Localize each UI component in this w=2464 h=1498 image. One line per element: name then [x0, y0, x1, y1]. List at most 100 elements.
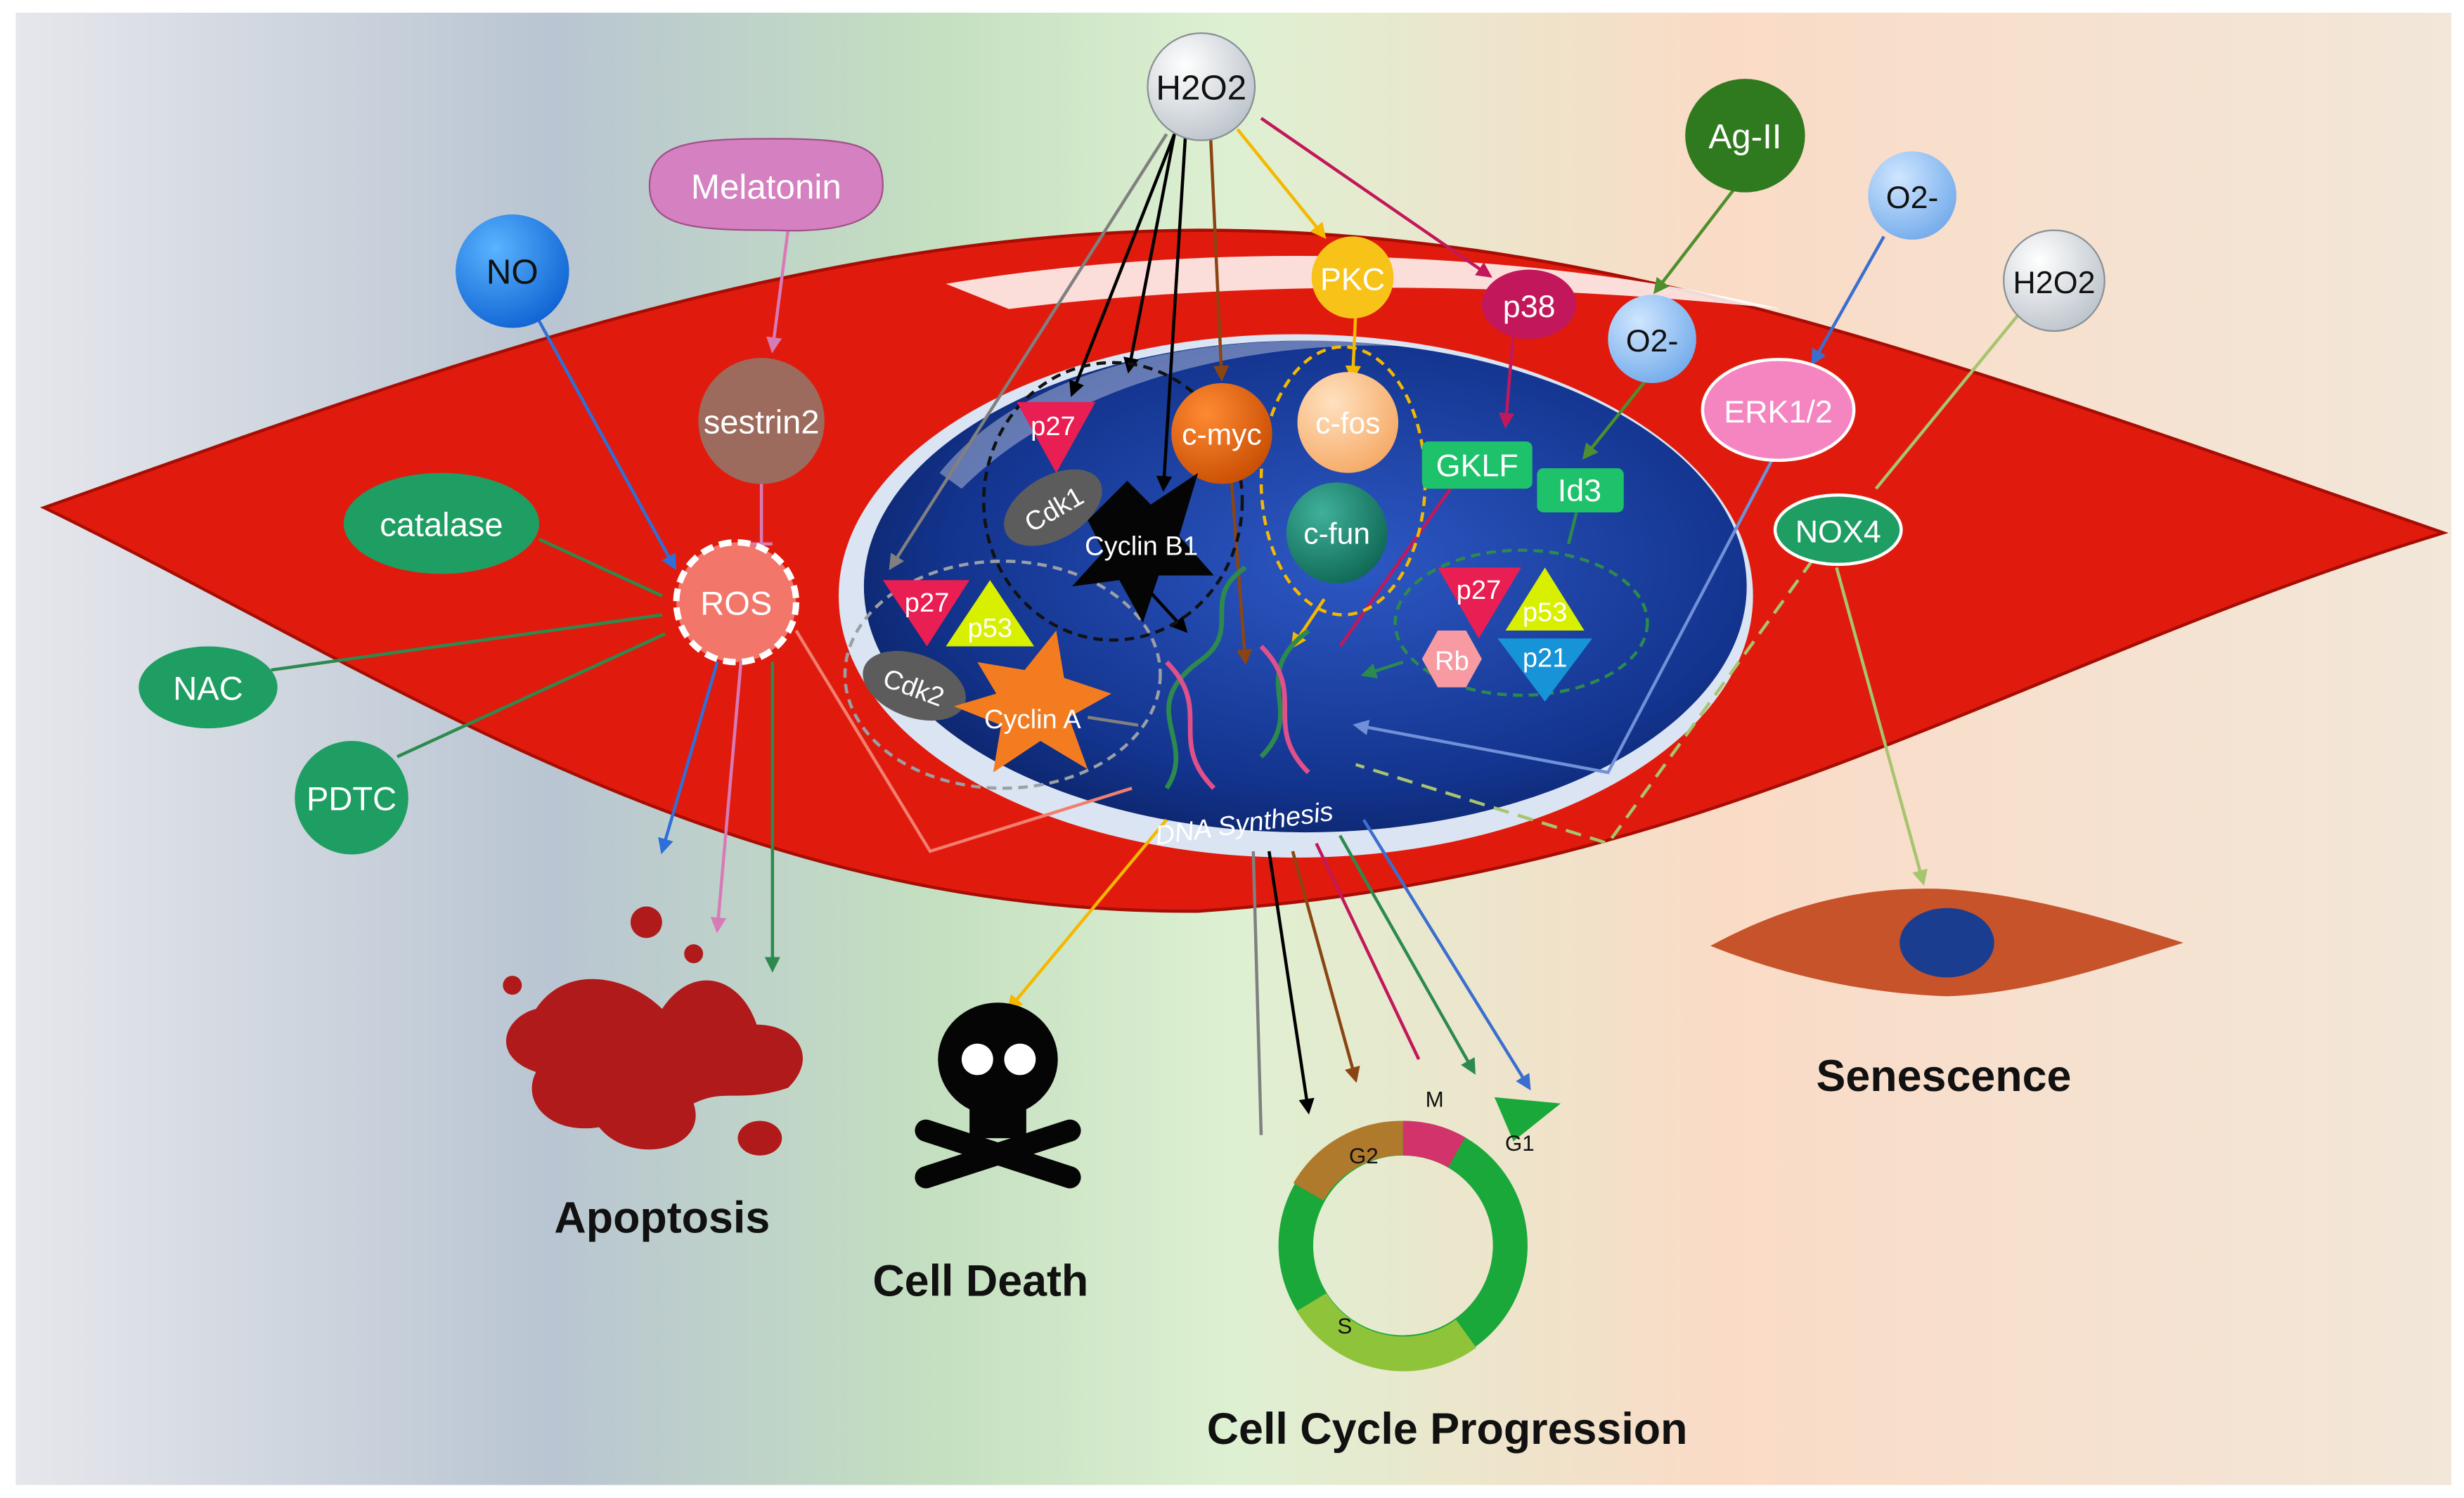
gklf: GKLF [1421, 441, 1533, 489]
cyclin-b1-label: Cyclin B1 [1085, 531, 1198, 561]
arrow-dna-cycle-brown [1291, 851, 1360, 1083]
cyclin-a: Cyclin A [953, 631, 1111, 773]
cfun-label: c-fun [1303, 517, 1370, 551]
ag2-molecule: Ag-II [1685, 79, 1805, 193]
pdtc-label: PDTC [307, 780, 396, 818]
p27-right-label: p27 [1457, 575, 1502, 605]
ros: ROS [673, 538, 799, 666]
p21-label: p21 [1523, 643, 1568, 673]
p38: p38 [1481, 269, 1577, 340]
no-molecule: NO [456, 214, 569, 328]
o2-inner-label: O2- [1626, 323, 1679, 359]
p27-top-label: p27 [1031, 411, 1076, 441]
c-myc: c-myc [1171, 382, 1272, 484]
pathway-arrows [271, 117, 2020, 1135]
inhibit-gklf-dna [1339, 487, 1452, 647]
c-fos: c-fos [1297, 372, 1399, 473]
melatonin: Melatonin [648, 138, 884, 232]
inhibit-nac-ros [271, 613, 663, 672]
arrow-ros-apoptosis-pink [710, 661, 743, 934]
h2o2-right-label: H2O2 [2013, 264, 2095, 300]
cell-cycle-label: Cell Cycle Progression [1207, 1405, 1688, 1454]
senescence-label: Senescence [1817, 1052, 2072, 1101]
phase-g2-label: G2 [1349, 1144, 1379, 1168]
arrow-h2o2-cyclinb1 [1156, 134, 1187, 492]
phase-m-label: M [1426, 1087, 1444, 1111]
p21-complex-outline [1393, 548, 1649, 697]
melatonin-label: Melatonin [691, 168, 841, 207]
h2o2-right-molecule: H2O2 [2003, 229, 2105, 332]
arrow-ros-apoptosis-blue [658, 661, 719, 855]
p53-right-label: p53 [1523, 598, 1568, 628]
apoptosis-label: Apoptosis [554, 1194, 770, 1243]
arrow-dna-death [1007, 818, 1168, 1012]
cell-death-label: Cell Death [872, 1256, 1088, 1305]
catalase: catalase [343, 472, 539, 574]
arrow-o2-erk [1811, 235, 1885, 366]
no-label: NO [486, 253, 538, 292]
arrow-complex-dna [1360, 660, 1404, 679]
nox4: NOX4 [1773, 493, 1903, 567]
c-fun: c-fun [1286, 482, 1388, 583]
arrow-erk-dna [1353, 456, 1775, 775]
arrow-p38-gklf [1498, 330, 1516, 430]
arrow-no-ros [534, 314, 676, 571]
phase-g1-label: G1 [1505, 1131, 1535, 1156]
arrow-h2o2-cdk1 [1123, 134, 1176, 374]
sestrin2: sestrin2 [698, 358, 825, 484]
cyclin-a-label: Cyclin A [984, 704, 1081, 735]
erk12: ERK1/2 [1701, 358, 1856, 463]
pdtc: PDTC [295, 741, 408, 855]
dna-helix [1164, 565, 1310, 790]
p21: p21 [1497, 638, 1592, 702]
p27-top: p27 [1017, 401, 1096, 473]
inhibit-dna-cycle-grey [1251, 851, 1263, 1135]
arrow-dna-cycle-green [1339, 834, 1476, 1075]
phase-s-label: S [1337, 1314, 1352, 1338]
ag2-label: Ag-II [1708, 117, 1781, 156]
inhibit-pdtc-ros [396, 632, 666, 758]
arrow-melatonin-sestrin2 [766, 228, 790, 354]
cyclin-b1: Cyclin B1 [1071, 472, 1214, 623]
gklf-label: GKLF [1436, 447, 1518, 483]
catalase-label: catalase [380, 506, 503, 543]
inhibit-ros-dna [794, 629, 1133, 853]
arrow-h2o2-p38 [1260, 117, 1492, 278]
p27-left: p27 [882, 580, 970, 647]
nox4-label: NOX4 [1795, 513, 1881, 549]
arrow-dna-cycle-black [1267, 851, 1315, 1115]
sestrin2-label: sestrin2 [704, 403, 820, 441]
p53-left: p53 [946, 580, 1035, 647]
arrow-pkc-cfos [1345, 311, 1362, 382]
pkc-label: PKC [1320, 261, 1385, 297]
h2o2-top-label: H2O2 [1156, 68, 1246, 107]
p27-right: p27 [1438, 567, 1521, 639]
apoptosis-icon [503, 906, 804, 1156]
senescent-cell [1710, 889, 2184, 997]
ros-label: ROS [700, 585, 772, 622]
arrow-ag2-o2 [1653, 188, 1736, 295]
arrow-nox4-senescence [1835, 567, 1928, 886]
pkc: PKC [1311, 236, 1394, 319]
cfos-label: c-fos [1315, 407, 1380, 441]
inhibit-id3-p27 [1567, 512, 1578, 545]
inhibit-cyclina-dna [1087, 716, 1139, 727]
cell-cycle-ring [1278, 1097, 1561, 1371]
skull-crossbones-icon [915, 1002, 1081, 1189]
o2-right-molecule: O2- [1868, 151, 1956, 240]
p53-left-label: p53 [967, 613, 1012, 643]
rb: Rb [1421, 631, 1482, 687]
p27-left-label: p27 [905, 588, 950, 618]
nac: NAC [138, 646, 278, 729]
cdk1-complex-outline [982, 361, 1244, 642]
erk-label: ERK1/2 [1724, 394, 1833, 430]
arrow-h2o2-cmyc [1208, 138, 1230, 382]
cdk2-complex-outline [843, 560, 1162, 790]
id3-label: Id3 [1558, 472, 1601, 508]
cdk2: Cdk2 [863, 650, 966, 721]
arrow-cmyc-dna [1227, 457, 1253, 666]
h2o2-top: H2O2 [1147, 32, 1256, 141]
arrow-h2o2-grey [889, 133, 1168, 571]
